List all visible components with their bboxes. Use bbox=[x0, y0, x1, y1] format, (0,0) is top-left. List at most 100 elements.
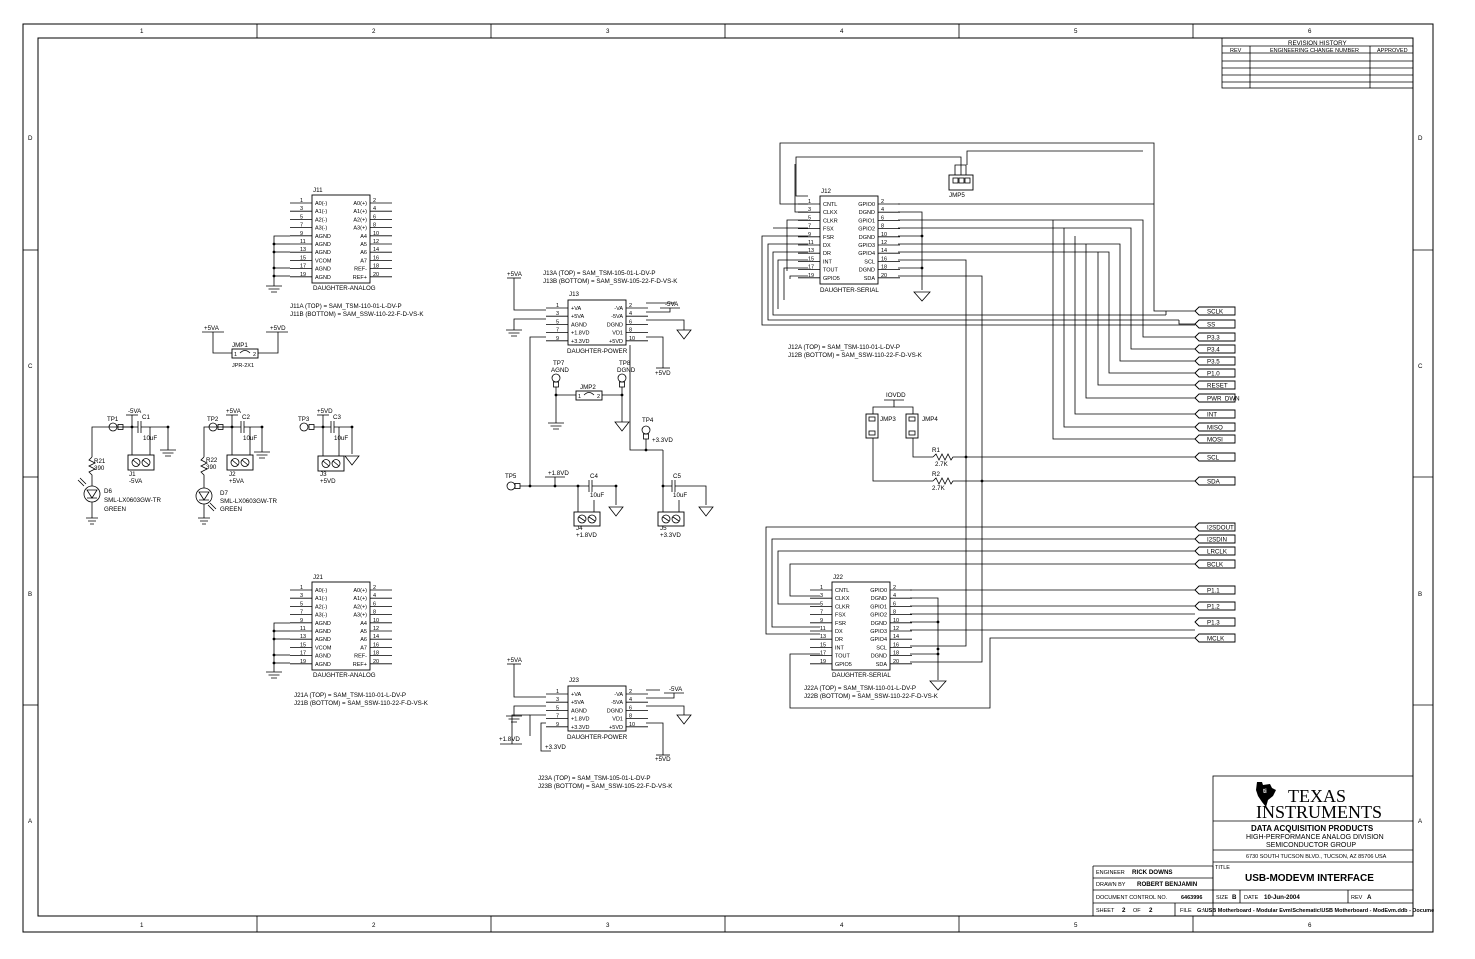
signal-port bbox=[1194, 522, 1236, 532]
revision-history-table: REVISION HISTORY REV ENGINEERING CHANGE … bbox=[1221, 37, 1414, 89]
division: DATA ACQUISITION PRODUCTS bbox=[1251, 824, 1374, 833]
svg-text:1: 1 bbox=[578, 394, 581, 400]
signal-port-label: PWR_DWN bbox=[1207, 396, 1240, 403]
outer-border bbox=[22, 23, 1434, 933]
pin-number: 4 bbox=[373, 206, 376, 212]
net-label: IOVDD bbox=[886, 392, 906, 399]
pin-number: 15 bbox=[820, 642, 826, 648]
col-label-bottom: 4 bbox=[840, 922, 844, 929]
part-note-bottom: J21B (BOTTOM) = SAM_SSW-110-22-F-D-VS-K bbox=[294, 700, 429, 707]
pin-name: VD1 bbox=[612, 331, 623, 337]
pin-number: 4 bbox=[629, 697, 632, 703]
signal-port bbox=[1194, 452, 1236, 462]
pin-number: 2 bbox=[629, 303, 632, 309]
pin-number: 18 bbox=[373, 651, 379, 657]
signal-port-label: MOSI bbox=[1207, 437, 1223, 444]
engineer-name: RICK DOWNS bbox=[1132, 869, 1173, 876]
row-label-right: C bbox=[1418, 363, 1423, 370]
led-color: GREEN bbox=[104, 506, 126, 513]
pin-name: DGND bbox=[859, 268, 875, 274]
signal-port-label: LRCLK bbox=[1207, 549, 1228, 556]
pin-number: 8 bbox=[629, 328, 632, 334]
col-label-top: 1 bbox=[140, 28, 144, 35]
row-label-right: A bbox=[1418, 818, 1423, 825]
pin-number: 8 bbox=[893, 610, 896, 616]
net-label: +5VA bbox=[226, 408, 242, 415]
pin-number: 9 bbox=[808, 232, 811, 238]
division-line3: SEMICONDUCTOR GROUP bbox=[1266, 842, 1356, 849]
pin-number: 19 bbox=[820, 659, 826, 665]
jack-net: +1.8VD bbox=[576, 532, 597, 539]
pin-name: GPIO4 bbox=[858, 251, 875, 257]
j21-agnd-bus bbox=[266, 622, 290, 679]
jack-net: +5VD bbox=[320, 478, 336, 485]
pin-number: 14 bbox=[373, 247, 379, 253]
pin-number: 16 bbox=[373, 642, 379, 648]
pin-name: A7 bbox=[360, 258, 367, 264]
jack-net: +5VA bbox=[229, 478, 245, 485]
address: 6730 SOUTH TUCSON BLVD., TUCSON, AZ 8570… bbox=[1246, 854, 1387, 860]
ground-icon bbox=[86, 517, 98, 525]
part-value: JPR-2X1 bbox=[232, 363, 254, 369]
pin-number: 3 bbox=[300, 206, 303, 212]
engineer-label: ENGINEER bbox=[1096, 870, 1125, 876]
rev-value: A bbox=[1367, 894, 1372, 901]
pin-number: 7 bbox=[556, 328, 559, 334]
title-block: ti TEXAS INSTRUMENTS DATA ACQUISITION PR… bbox=[1092, 775, 1434, 917]
signal-port-label: MISO bbox=[1207, 425, 1223, 432]
j23-wiring: +5VA -5VA +5VD +1.8VD +3.3VD bbox=[499, 657, 692, 763]
part-note-bottom: J11B (BOTTOM) = SAM_SSW-110-22-F-D-VS-K bbox=[290, 311, 424, 318]
signal-port bbox=[1194, 332, 1236, 342]
digital-ground-icon bbox=[913, 291, 931, 302]
testpoint-label: TP2 bbox=[207, 416, 219, 423]
pin-number: 15 bbox=[808, 256, 814, 262]
col-label-bottom: 5 bbox=[1074, 922, 1078, 929]
signal-port-label: P1.1 bbox=[1207, 588, 1220, 595]
ref-designator: J13 bbox=[569, 291, 580, 298]
pin-name: GPIO0 bbox=[858, 202, 875, 208]
pin-number: 15 bbox=[300, 642, 306, 648]
pin-number: 5 bbox=[300, 214, 303, 220]
pin-name: A6 bbox=[360, 250, 367, 256]
led-icon bbox=[198, 491, 210, 501]
led-icon bbox=[86, 489, 98, 499]
pin-name: A1(+) bbox=[353, 596, 367, 602]
pin-name: AGND bbox=[315, 621, 331, 627]
connector-body bbox=[831, 581, 891, 671]
signal-port bbox=[1194, 380, 1236, 390]
pin-name: A7 bbox=[360, 645, 367, 651]
pin-number: 7 bbox=[808, 224, 811, 230]
cap-value: 10uF bbox=[673, 492, 687, 499]
pin-number: 5 bbox=[556, 705, 559, 711]
pin-number: 10 bbox=[629, 722, 635, 728]
signal-port bbox=[1194, 368, 1236, 378]
pin-name: CNTL bbox=[823, 202, 837, 208]
pin-name: INT bbox=[835, 645, 845, 651]
connector-label: DAUGHTER-ANALOG bbox=[313, 285, 376, 292]
pin-name: +3.3VD bbox=[571, 725, 590, 731]
svg-text:2: 2 bbox=[253, 352, 256, 358]
pin-number: 11 bbox=[300, 626, 306, 632]
connector-body bbox=[567, 299, 627, 346]
pin-name: GPIO4 bbox=[870, 637, 887, 643]
pin-number: 12 bbox=[373, 626, 379, 632]
cap-label: C2 bbox=[242, 414, 250, 421]
pin-name: VCOM bbox=[315, 645, 332, 651]
pin-number: 5 bbox=[820, 601, 823, 607]
pin-name: A6 bbox=[360, 637, 367, 643]
pin-number: 7 bbox=[556, 714, 559, 720]
resistor-value: 390 bbox=[94, 465, 105, 472]
pin-number: 14 bbox=[893, 634, 899, 640]
tp3-c3-circuit: TP3 C3 10uF +5VD J3 +5VD bbox=[298, 408, 360, 485]
resistor-label: R1 bbox=[932, 447, 940, 454]
row-label-right: D bbox=[1418, 135, 1423, 142]
pin-name: DGND bbox=[607, 708, 623, 714]
resistor-label: R2 bbox=[932, 471, 940, 478]
pin-name: DX bbox=[835, 629, 843, 635]
pin-name: DX bbox=[823, 243, 831, 249]
pin-name: +VA bbox=[571, 306, 581, 312]
jumper-jmp5: JMP5 bbox=[795, 150, 1143, 199]
